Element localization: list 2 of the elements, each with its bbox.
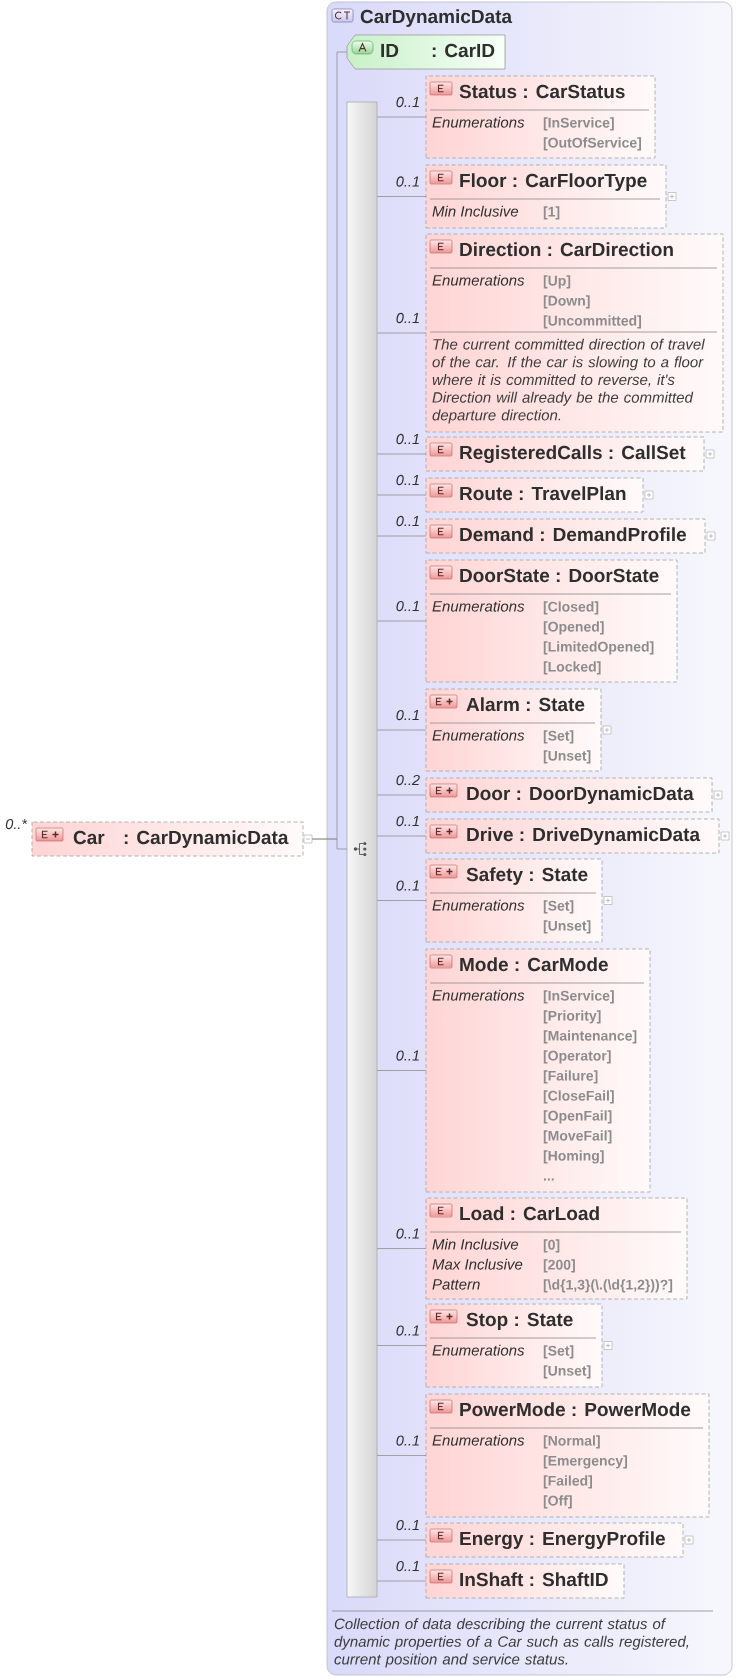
element-box: Car : CarDynamicData bbox=[31, 821, 304, 857]
multiplicity-label: 0..* bbox=[5, 818, 28, 830]
